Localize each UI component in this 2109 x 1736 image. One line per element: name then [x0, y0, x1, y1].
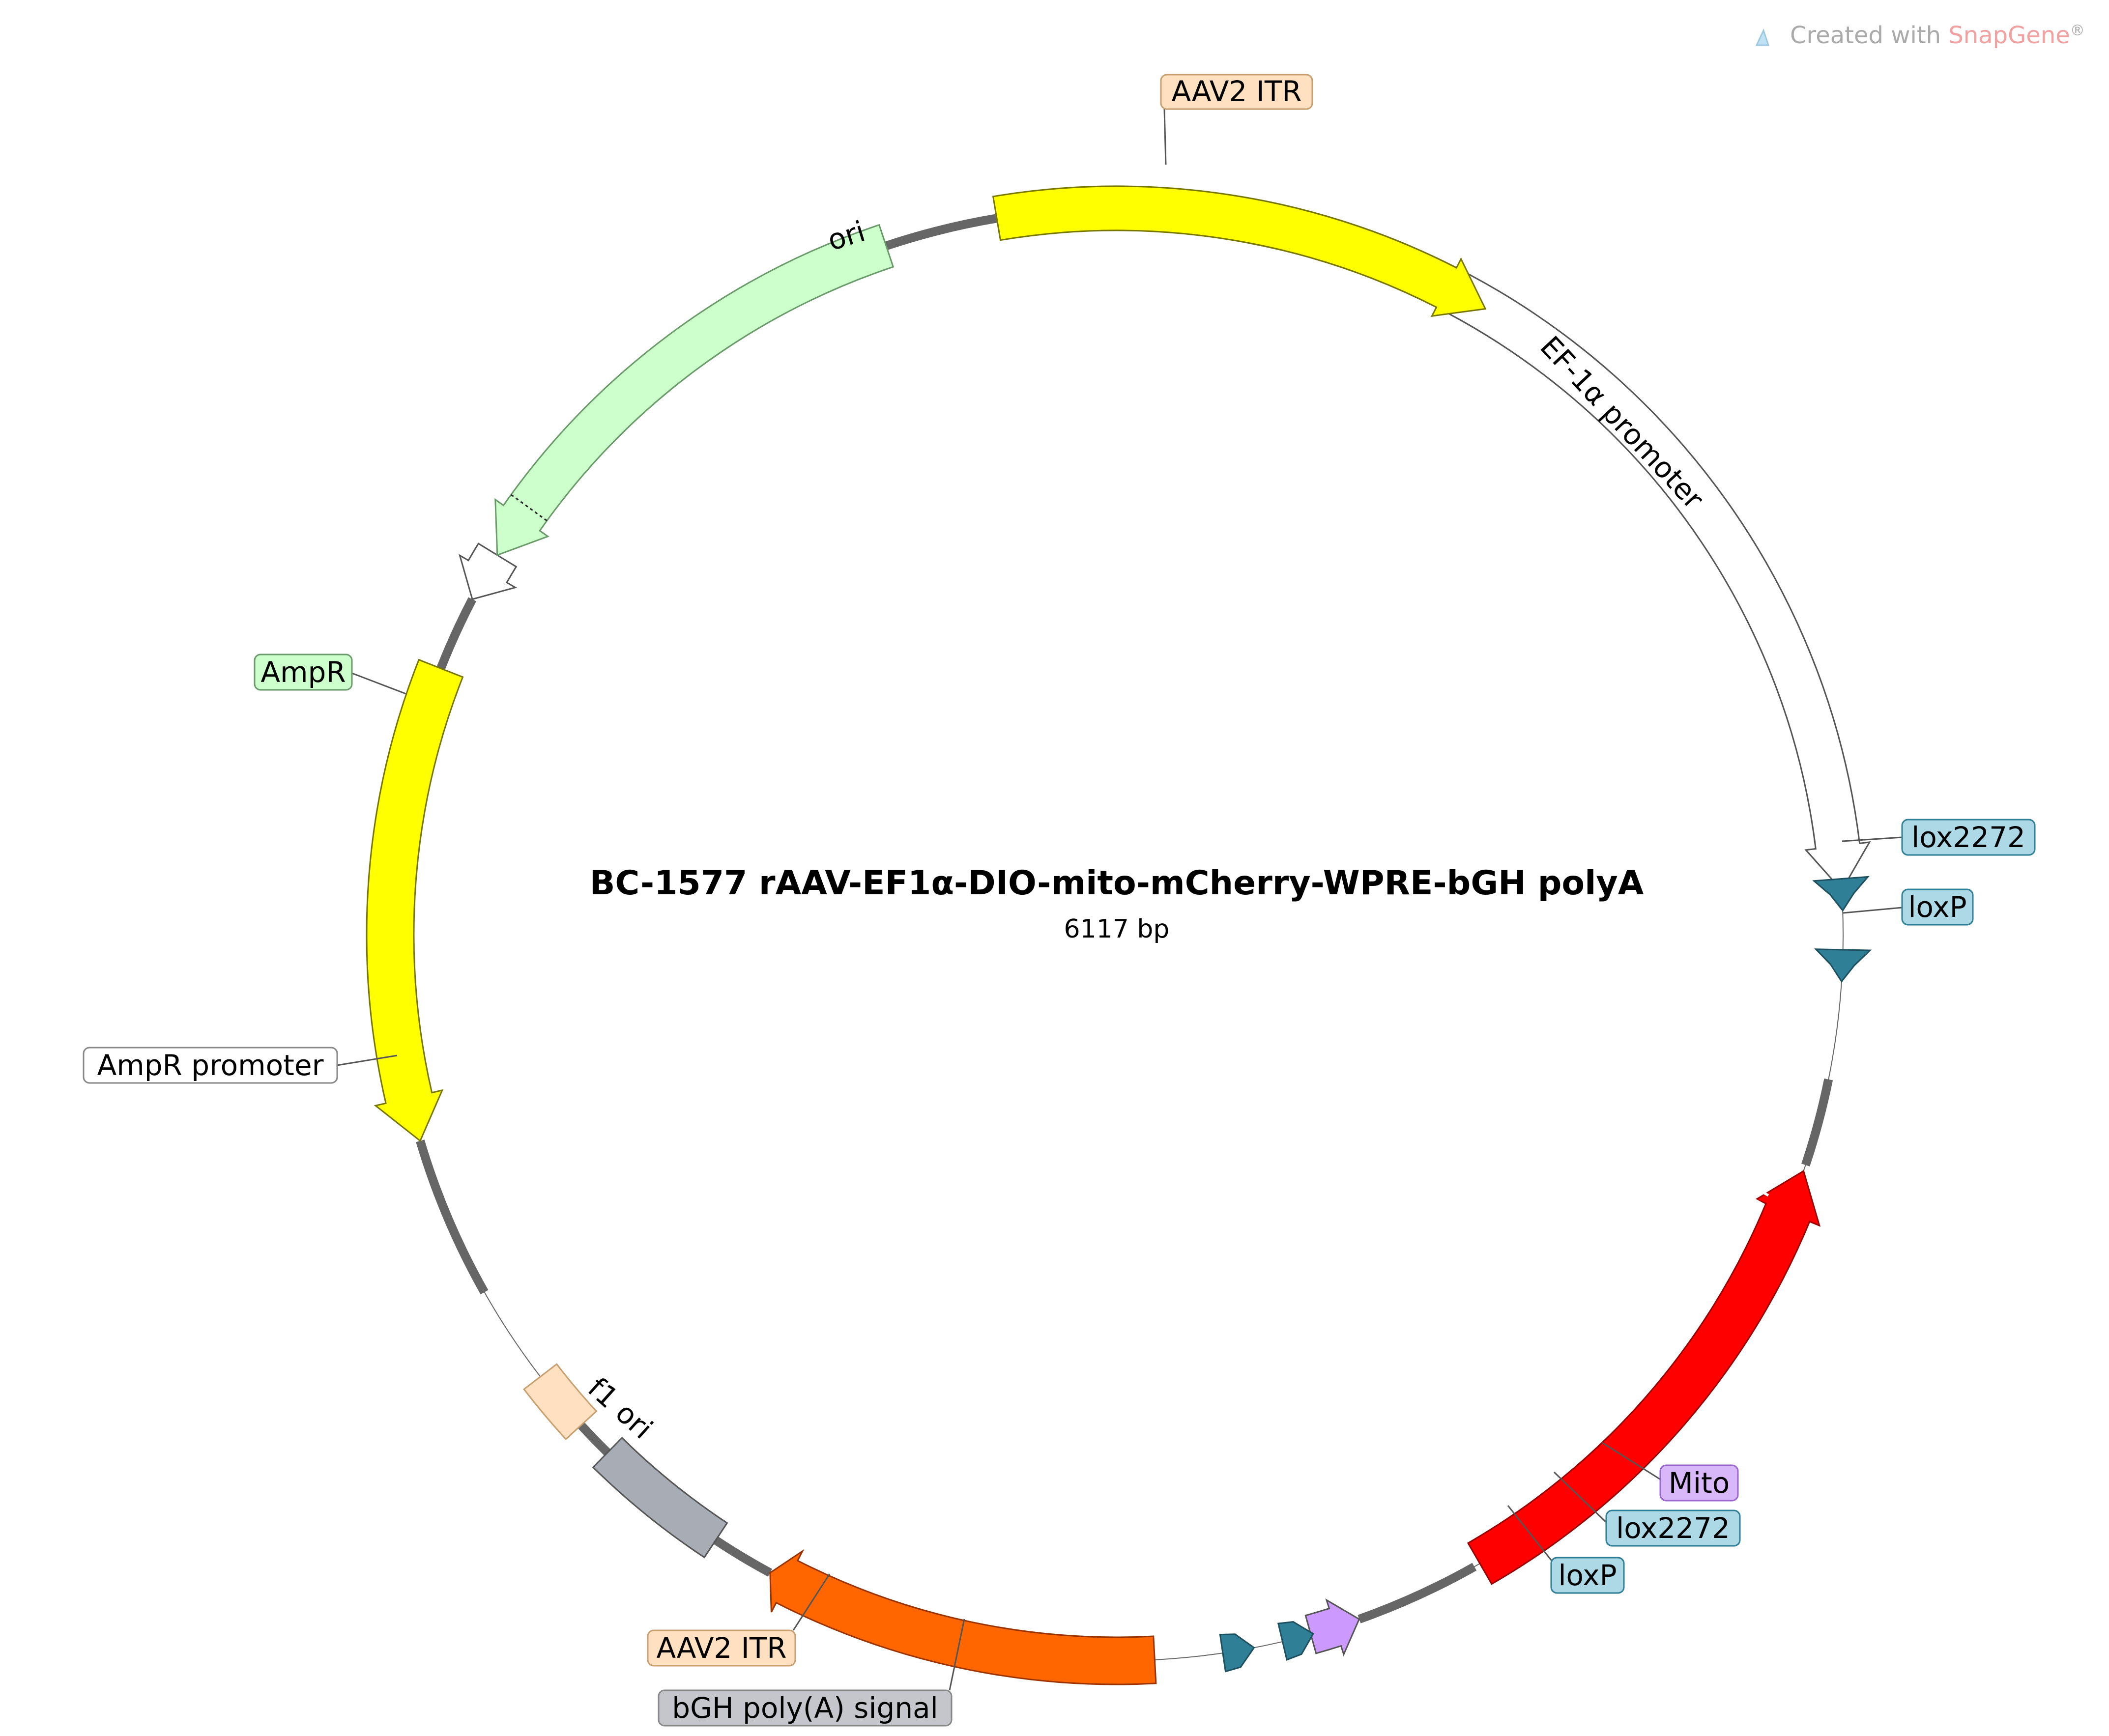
feature-ef1a-promoter[interactable] [1244, 198, 1871, 892]
label-lox2272-b-text: lox2272 [1616, 1511, 1730, 1545]
label-loxp-b[interactable]: loxP [1550, 1557, 1625, 1594]
label-ampr-text: AmpR [260, 655, 346, 689]
label-loxp-a[interactable]: loxP [1901, 888, 1974, 926]
label-mito-text: Mito [1669, 1466, 1730, 1500]
label-aav2-itr-bottom-text: AAV2 ITR [656, 1631, 786, 1665]
feature-lox2272-b[interactable] [1277, 1621, 1314, 1661]
label-aav2-itr-top[interactable]: AAV2 ITR [1160, 74, 1313, 110]
feature-ampr[interactable] [494, 224, 895, 556]
label-bgh-polya[interactable]: bGH poly(A) signal [658, 1689, 953, 1727]
backbone-segment [885, 214, 998, 250]
feature-mito[interactable] [1304, 1598, 1360, 1657]
label-aav2-itr-bottom-box [647, 1629, 796, 1667]
feature-loxp-a[interactable] [1814, 948, 1872, 983]
watermark: Created with SnapGene® [1755, 22, 2085, 49]
leader-loxp-b [1507, 1505, 1554, 1563]
leader-ampr-promoter [337, 1054, 398, 1066]
backbone-segment [1801, 1078, 1833, 1167]
leader-loxp-a [1843, 907, 1903, 914]
label-bgh-polya-text: bGH poly(A) signal [672, 1691, 938, 1725]
label-ampr-box [254, 654, 353, 691]
feature-shapes [366, 185, 1872, 1685]
outside-labels: AAV2 ITR lox2272 loxP Mito lox2272 loxP … [83, 74, 2036, 1727]
leader-ampr [351, 672, 406, 695]
watermark-brand: SnapGene [1948, 22, 2070, 49]
leader-bgh-polya [949, 1619, 965, 1691]
label-mito-box [1659, 1464, 1739, 1502]
backbone-segment [416, 1139, 489, 1295]
watermark-suffix: ® [2070, 22, 2085, 39]
leader-aav2-itr-top [1163, 109, 1167, 165]
feature-mcherry[interactable] [1467, 1169, 1821, 1585]
arc-labels: ori EF-1α promoter mCherry WPRE f1 ori [581, 214, 1804, 1612]
plasmid-length: 6117 bp [1064, 914, 1170, 944]
label-ampr-promoter[interactable]: AmpR promoter [83, 1047, 338, 1084]
label-bgh-polya-box [658, 1689, 953, 1727]
backbone-segment [1358, 1563, 1477, 1623]
label-lox2272-a-box [1901, 819, 2036, 856]
leader-lox2272-a [1842, 836, 1903, 842]
watermark-text: Created with SnapGene® [1790, 22, 2085, 49]
label-aav2-itr-top-text: AAV2 ITR [1171, 75, 1301, 108]
label-ampr-promoter-box [83, 1047, 338, 1084]
label-ampr[interactable]: AmpR [254, 654, 353, 691]
feature-lox2272-a[interactable] [1812, 876, 1870, 912]
backbone-segment [713, 1536, 773, 1577]
leader-aav2-itr-bottom [792, 1573, 831, 1631]
label-lox2272-a[interactable]: lox2272 [1901, 819, 2036, 856]
label-ampr-promoter-text: AmpR promoter [97, 1049, 324, 1082]
arc-label-wpre: WPRE [1240, 1562, 1328, 1612]
feature-wpre[interactable] [769, 1549, 1157, 1685]
arc-label-ef1a: EF-1α promoter [1533, 330, 1710, 515]
label-loxp-a-box [1901, 888, 1974, 926]
ampr-divider [511, 494, 548, 521]
feature-aav2-itr-bottom[interactable] [522, 1363, 598, 1441]
label-aav2-itr-top-box [1160, 74, 1313, 110]
label-mito[interactable]: Mito [1659, 1464, 1739, 1502]
leader-mito [1602, 1442, 1662, 1481]
feature-ori[interactable] [992, 185, 1487, 317]
label-loxp-b-box [1550, 1557, 1625, 1594]
label-lox2272-b-box [1605, 1509, 1741, 1547]
leader-lines [337, 109, 1903, 1691]
feature-f1-ori[interactable] [366, 658, 464, 1142]
label-lox2272-b[interactable]: lox2272 [1605, 1509, 1741, 1547]
leader-lox2272-b [1553, 1471, 1607, 1523]
label-lox2272-a-text: lox2272 [1911, 821, 2025, 854]
feature-bgh-polya[interactable] [592, 1437, 728, 1559]
watermark-prefix: Created with [1790, 22, 1948, 49]
label-aav2-itr-bottom[interactable]: AAV2 ITR [647, 1629, 796, 1667]
snapgene-logo-icon [1755, 28, 1770, 46]
backbone-segment [578, 1422, 611, 1456]
plasmid-title: BC-1577 rAAV-EF1α-DIO-mito-mCherry-WPRE-… [590, 864, 1644, 903]
backbone-segment [436, 597, 476, 670]
label-loxp-a-text: loxP [1908, 890, 1966, 924]
feature-ampr-promoter[interactable] [459, 542, 518, 600]
label-loxp-b-text: loxP [1558, 1559, 1617, 1592]
feature-loxp-b[interactable] [1219, 1633, 1255, 1673]
